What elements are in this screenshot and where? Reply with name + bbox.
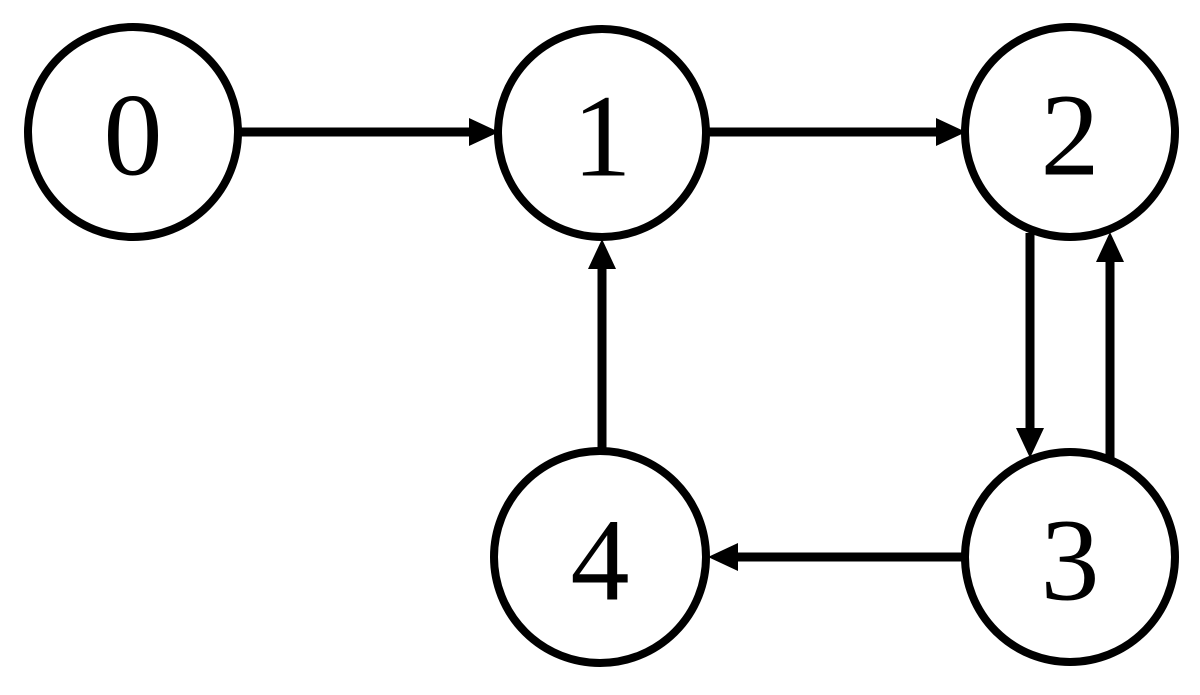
node-circle-4 (490, 447, 710, 667)
node-label-1: 1 (573, 70, 632, 201)
arrowhead-icon-3-to-4 (708, 543, 738, 571)
node-label-0: 0 (104, 69, 163, 200)
node-label-2: 2 (1041, 69, 1100, 200)
node-circle-0 (24, 23, 242, 241)
node-label-4: 4 (571, 494, 630, 625)
arrowhead-icon-0-to-1 (469, 118, 499, 146)
arrowhead-icon-1-to-2 (936, 118, 966, 146)
node-label-3: 3 (1041, 494, 1100, 625)
node-circle-3 (961, 448, 1179, 666)
arrowhead-icon-2-to-3 (1016, 428, 1044, 458)
node-circle-1 (494, 25, 710, 241)
arrowhead-icon-3-to-2 (1096, 232, 1124, 262)
arrowhead-icon-4-to-1 (588, 239, 616, 269)
node-circle-2 (961, 23, 1179, 241)
